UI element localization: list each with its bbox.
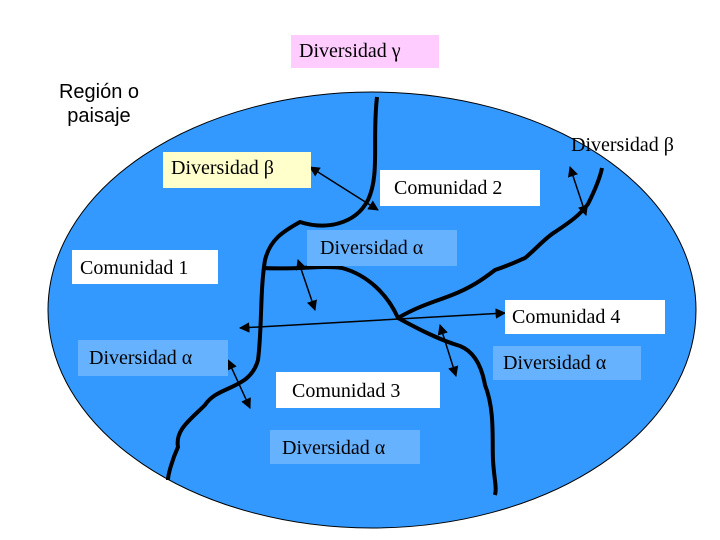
community-4-label: Comunidad 4 bbox=[505, 300, 665, 334]
arrow-alpha-left bbox=[227, 359, 251, 409]
alpha-diversity-label-left: Diversidad α bbox=[78, 340, 228, 376]
alpha-diversity-label-right: Diversidad α bbox=[493, 346, 641, 380]
community-3-label: Comunidad 3 bbox=[276, 372, 440, 408]
region-label: Región o paisaje bbox=[58, 81, 140, 127]
alpha-diversity-label-top: Diversidad α bbox=[307, 230, 457, 266]
arrow-beta-right bbox=[568, 166, 588, 216]
community-1-label: Comunidad 1 bbox=[72, 250, 218, 284]
arrow-alpha-center bbox=[437, 323, 459, 378]
gamma-diversity-label: Diversidad γ bbox=[291, 35, 439, 68]
boundary-line-central bbox=[261, 265, 498, 496]
arrow-com1-com4 bbox=[238, 308, 507, 333]
alpha-diversity-label-bottom: Diversidad α bbox=[270, 430, 420, 464]
arrow-alpha-top bbox=[296, 259, 317, 311]
community-2-label: Comunidad 2 bbox=[380, 170, 540, 206]
arrow-beta-left bbox=[309, 166, 379, 211]
beta-diversity-label-right: Diversidad β bbox=[571, 134, 674, 156]
boundary-line-right bbox=[396, 167, 604, 320]
beta-diversity-label-left: Diversidad β bbox=[163, 152, 311, 188]
